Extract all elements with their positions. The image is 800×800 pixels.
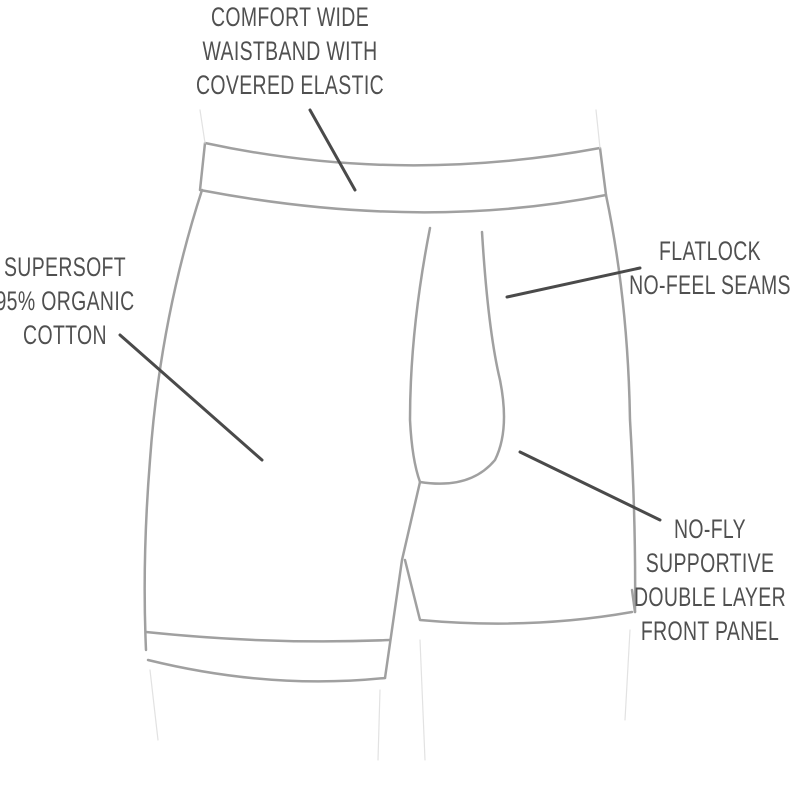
callout-line: FRONT PANEL [640,616,780,646]
left-leg-outer [143,188,204,652]
right-leg-outer [604,193,637,614]
callout-line: DOUBLE LAYER [634,582,786,612]
right-leg-hem [403,558,637,625]
leader-waistband [308,108,357,192]
callout-line: SUPERSOFT [3,252,127,282]
front-panel [418,230,506,485]
callout-line: COVERED ELASTIC [196,70,384,100]
callout-line: COMFORT WIDE [210,2,370,32]
left-leg-inner [383,226,432,680]
callout-seams: FLATLOCK NO-FEEL SEAMS [602,234,800,302]
callout-line: FLATLOCK [659,236,761,266]
leader-seams [505,266,642,299]
leader-fabric [118,333,264,462]
leader-panel [518,450,662,522]
callout-line: 95% ORGANIC [0,286,135,316]
thigh-lines [149,109,631,761]
callout-fabric: SUPERSOFT 95% ORGANIC COTTON [0,250,155,352]
callout-panel: NO-FLY SUPPORTIVE DOUBLE LAYER FRONT PAN… [602,512,800,648]
callout-line: COTTON [23,320,107,350]
callout-line: WAISTBAND WITH [202,36,378,66]
callout-line: SUPPORTIVE [645,548,775,578]
waistband [198,141,608,214]
callout-line: NO-FEEL SEAMS [629,270,791,300]
callout-waistband: COMFORT WIDE WAISTBAND WITH COVERED ELAS… [160,0,419,102]
callout-line: NO-FLY [673,514,746,544]
left-leg-hem [144,630,392,683]
